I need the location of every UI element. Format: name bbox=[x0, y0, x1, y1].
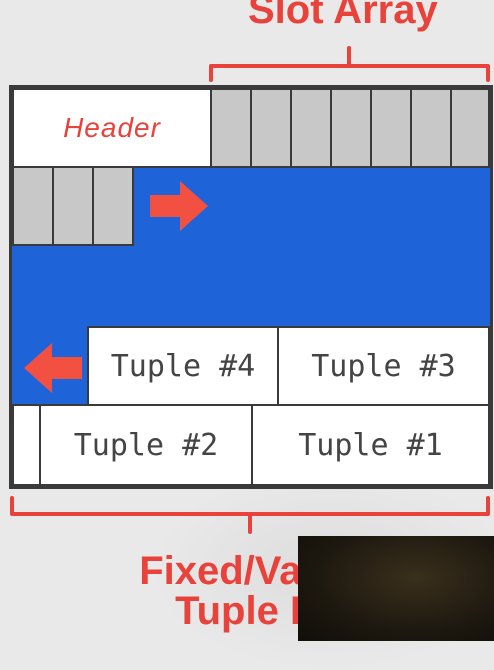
slot bbox=[450, 88, 490, 168]
tuple-1: Tuple #1 bbox=[251, 404, 490, 486]
tuple-2: Tuple #2 bbox=[39, 404, 253, 486]
video-overlay bbox=[298, 536, 494, 641]
slot bbox=[52, 166, 94, 246]
tuple-data-bracket bbox=[10, 496, 490, 534]
slot bbox=[250, 88, 292, 168]
tuple-data-label-line2: Tuple D bbox=[175, 589, 319, 633]
slot bbox=[290, 88, 332, 168]
tuple-label: Tuple #1 bbox=[298, 427, 443, 463]
tuple-label: Tuple #4 bbox=[110, 348, 256, 384]
slotted-page: Header Tuple #4 Tuple #3 Tuple #2 Tuple … bbox=[9, 85, 493, 489]
tuple-4: Tuple #4 bbox=[87, 326, 279, 406]
slot bbox=[410, 88, 452, 168]
slot bbox=[12, 166, 54, 246]
page-header: Header bbox=[12, 88, 212, 168]
slot bbox=[370, 88, 412, 168]
tuple-label: Tuple #2 bbox=[73, 427, 219, 463]
slot bbox=[330, 88, 372, 168]
slot-array-label: Slot Array bbox=[248, 0, 438, 32]
free-strip bbox=[12, 404, 41, 486]
tuple-label: Tuple #3 bbox=[311, 348, 456, 384]
header-label: Header bbox=[63, 112, 161, 143]
tuple-3: Tuple #3 bbox=[277, 326, 490, 406]
slot bbox=[210, 88, 252, 168]
slot bbox=[92, 166, 134, 246]
arrow-left-icon bbox=[24, 343, 82, 393]
arrow-right-icon bbox=[150, 181, 208, 231]
slot-array-bracket bbox=[209, 46, 490, 82]
